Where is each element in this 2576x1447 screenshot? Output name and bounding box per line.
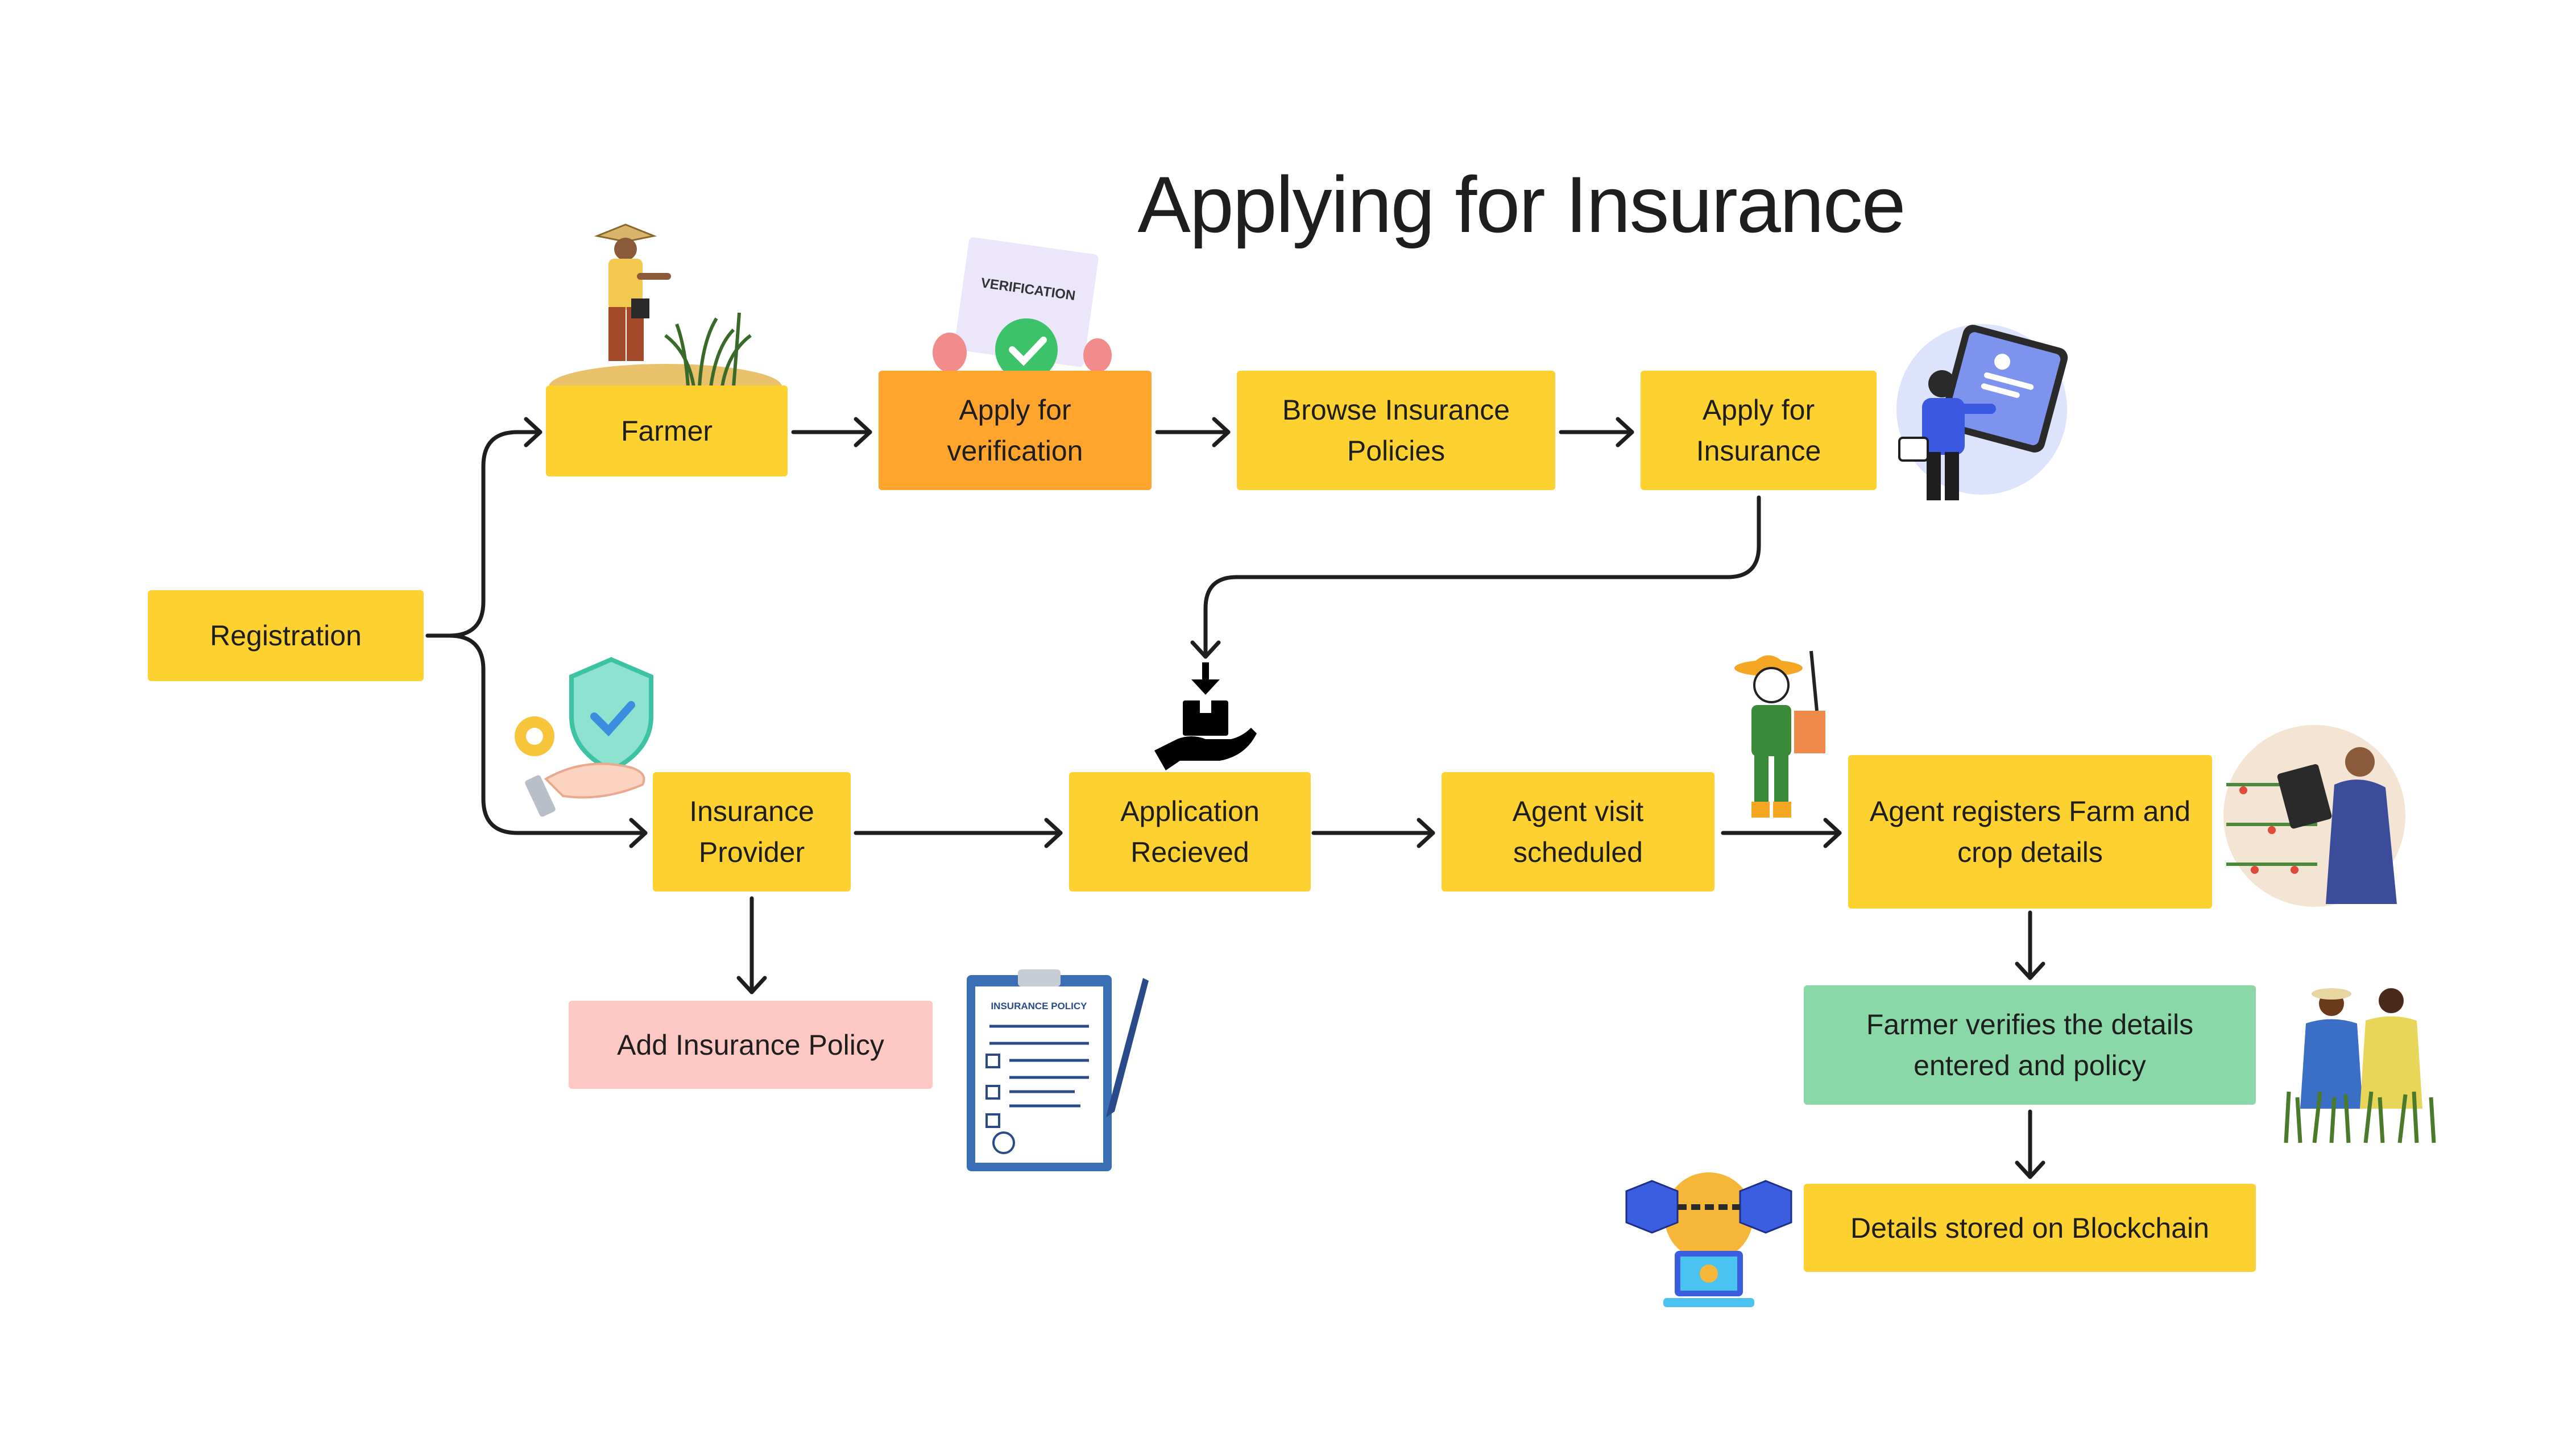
shield-security-illustration bbox=[515, 657, 653, 817]
insurance-policy-document-illustration: INSURANCE POLICY bbox=[967, 969, 1149, 1171]
node-farmer: Farmer bbox=[546, 385, 788, 476]
farmer-illustration bbox=[549, 223, 782, 409]
node-apply-verification: Apply for verification bbox=[879, 371, 1152, 490]
node-add-policy: Add Insurance Policy bbox=[569, 1001, 933, 1089]
node-browse-policies: Browse Insurance Policies bbox=[1237, 371, 1555, 490]
arrow-apply-to-application bbox=[1203, 495, 1761, 659]
agent-registering-illustration bbox=[2223, 725, 2405, 907]
policy-document-label: INSURANCE POLICY bbox=[991, 1001, 1087, 1011]
node-insurance-provider: Insurance Provider bbox=[653, 772, 851, 892]
node-blockchain: Details stored on Blockchain bbox=[1804, 1184, 2256, 1272]
farmers-verifying-illustration bbox=[2284, 988, 2436, 1143]
apply-online-illustration bbox=[1896, 324, 2068, 500]
page-title: Applying for Insurance bbox=[1137, 160, 1906, 249]
arrow-registration-to-provider bbox=[425, 633, 648, 835]
node-apply-insurance: Apply for Insurance bbox=[1641, 371, 1877, 490]
node-registration: Registration bbox=[148, 590, 424, 681]
blockchain-illustration bbox=[1625, 1172, 1792, 1307]
package-hand-icon bbox=[1154, 662, 1257, 770]
arrow-registration-to-farmer bbox=[425, 430, 542, 638]
agent-illustration bbox=[1734, 650, 1825, 818]
node-agent-visit: Agent visit scheduled bbox=[1442, 772, 1714, 892]
node-farmer-verifies: Farmer verifies the details entered and … bbox=[1804, 985, 2256, 1105]
verification-card-illustration: VERIFICATION bbox=[933, 237, 1112, 381]
node-application-received: Application Recieved bbox=[1069, 772, 1311, 892]
node-agent-registers: Agent registers Farm and crop details bbox=[1848, 755, 2212, 909]
